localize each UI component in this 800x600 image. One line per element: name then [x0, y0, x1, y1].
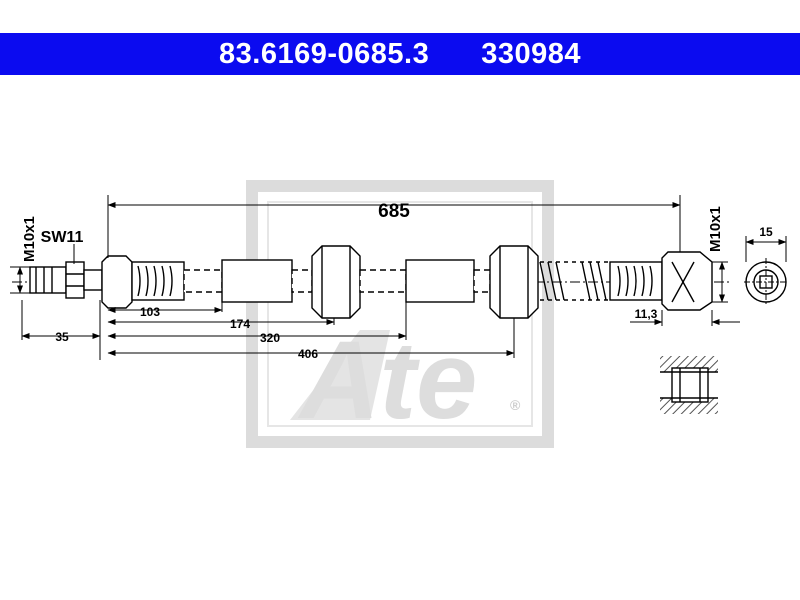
right-fitting: [661, 251, 713, 311]
dim-total-length: 685: [378, 201, 410, 222]
spring-guard: [539, 261, 610, 301]
hose-clip-1: [311, 245, 361, 319]
thread-right-label: M10x1: [707, 206, 724, 252]
dim-35: 35: [55, 330, 69, 344]
hose-sleeve-2: [405, 259, 475, 303]
left-fitting: [101, 255, 133, 309]
brake-hose: [29, 245, 713, 319]
dim-320: 320: [260, 331, 280, 345]
dim-174: 174: [230, 317, 250, 331]
reference-number: 330984: [481, 37, 581, 70]
dim-103: 103: [140, 305, 160, 319]
dim-diameter: 15: [759, 225, 773, 239]
dimension-lines: [10, 195, 740, 360]
section-detail: [660, 356, 718, 414]
part-number: 83.6169-0685.3: [219, 37, 430, 70]
title-bar: 83.6169-0685.3 330984: [0, 33, 800, 75]
end-view: [744, 236, 788, 306]
thread-left-label: M10x1: [21, 216, 38, 262]
left-nut-sw11: [65, 261, 85, 299]
wrench-size-label: SW11: [41, 229, 84, 246]
dim-406: 406: [298, 347, 318, 361]
watermark-registered-mark: ®: [510, 397, 521, 413]
dim-fitting-length: 11,3: [635, 307, 658, 321]
hose-clip-2: [489, 245, 539, 319]
watermark-brand: Ate: [297, 319, 477, 442]
hose-sleeve-1: [221, 259, 293, 303]
left-neck: [83, 269, 103, 291]
